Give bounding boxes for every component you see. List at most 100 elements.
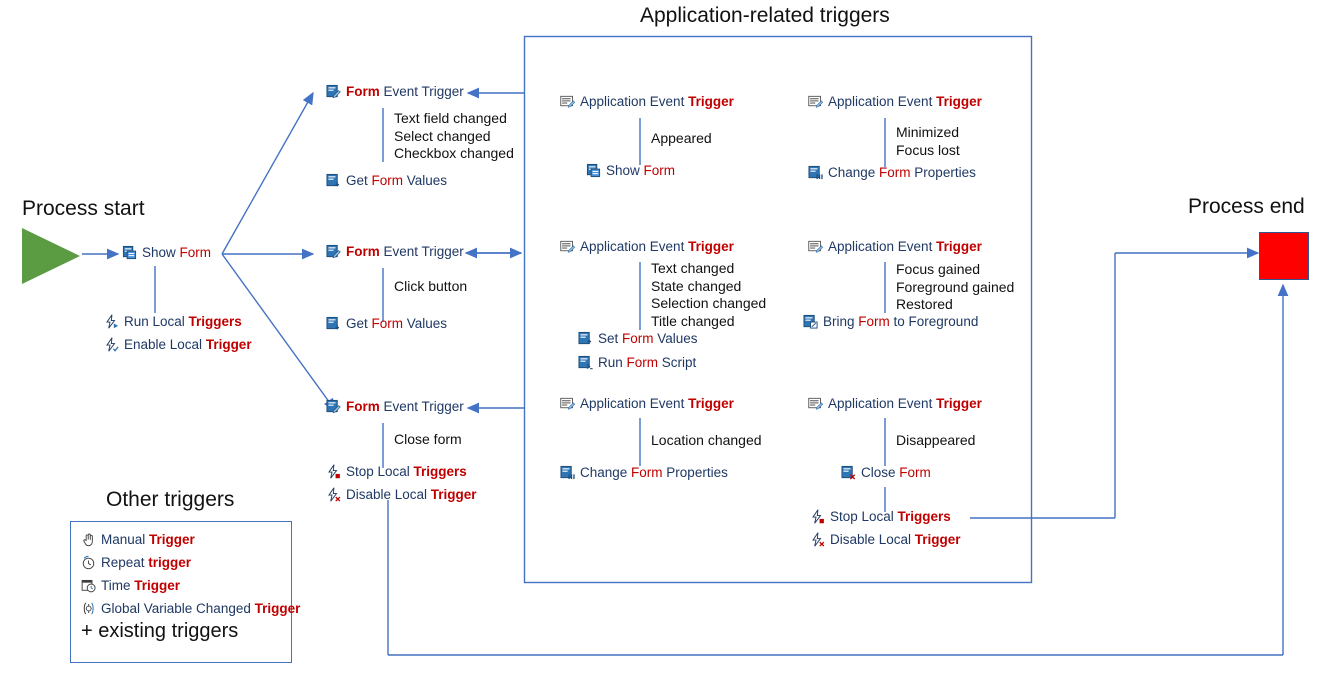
run-local-triggers-text-1: Run Local <box>124 314 189 329</box>
show-form-icon <box>586 163 601 178</box>
action-close-form[interactable]: Close Form <box>841 465 931 480</box>
form-branch-3-events: Close form <box>394 431 462 449</box>
event-label: Title changed <box>651 312 735 329</box>
trigger-application-event-4: Application Event Trigger <box>808 239 982 254</box>
trigger-form-event-3: Form Event Trigger <box>326 399 464 414</box>
set-form-values-icon <box>578 331 593 346</box>
app-group-5-actions: Change Form Properties <box>560 465 728 480</box>
manual-trigger-icon <box>81 532 96 547</box>
enable-local-trigger-text-2: Trigger <box>205 337 252 352</box>
close-form-text-2: Form <box>899 465 931 480</box>
app-group-6-events: Disappeared <box>896 432 975 450</box>
event-label: Foreground gained <box>896 278 1015 295</box>
action-get-form-values[interactable]: Get Form Values <box>326 173 447 188</box>
process-start-label: Process start <box>22 197 145 220</box>
enable-local-trigger-text-1: Enable Local <box>124 337 206 352</box>
time-trigger-text-1: Time <box>101 578 135 593</box>
app-trigger-6-text-1: Application Event <box>828 396 937 411</box>
get-form-values-2-text-1: Get <box>346 316 372 331</box>
run-form-script-text-1: Run <box>598 355 627 370</box>
action-bring-form-to-foreground[interactable]: Bring Form to Foreground <box>803 314 979 329</box>
manual-trigger-text-2: Trigger <box>149 532 195 547</box>
event-label: Focus gained <box>896 261 981 277</box>
action-run-local-triggers[interactable]: Run Local Triggers <box>104 314 252 329</box>
repeat-trigger-text-2: trigger <box>148 555 192 570</box>
global-variable-text-2: Trigger <box>254 601 301 616</box>
application-box-title: Application-related triggers <box>640 4 890 27</box>
application-event-trigger-icon <box>560 239 576 254</box>
app-group-6-trigger[interactable]: Application Event Trigger <box>808 396 982 411</box>
other-triggers-footer: + existing triggers <box>81 620 239 642</box>
event-label: Disappeared <box>896 432 976 448</box>
other-trigger-global-variable[interactable]: Global Variable Changed Trigger <box>81 601 300 616</box>
run-local-triggers-text-2: Triggers <box>188 314 242 329</box>
get-form-values-1-text-2: Form <box>371 173 404 188</box>
action-disable-local-trigger[interactable]: Disable Local Trigger <box>326 487 477 502</box>
app-group-4-events: Focus gained Foreground gained Restored <box>896 261 1014 314</box>
enable-local-trigger-icon <box>104 337 119 352</box>
disable-local-trigger-text-2: Trigger <box>430 487 477 502</box>
change-form-properties-icon <box>808 165 823 180</box>
other-trigger-manual[interactable]: Manual Trigger <box>81 532 291 547</box>
action-run-form-script[interactable]: Run Form Script <box>578 355 698 370</box>
stop-local-triggers-text-2: Triggers <box>413 464 467 479</box>
global-variable-changed-trigger-icon <box>81 601 96 616</box>
run-form-script-text-3: Script <box>658 355 697 370</box>
event-label: Appeared <box>651 130 712 146</box>
app-group-2-events: Minimized Focus lost <box>896 124 960 159</box>
action-stop-local-triggers[interactable]: Stop Local Triggers <box>810 509 961 524</box>
app-trigger-3-text-2: Trigger <box>688 239 734 254</box>
set-form-values-text-2: Form <box>622 331 654 346</box>
start-show-form-node[interactable]: Show Form <box>122 245 211 260</box>
show-form-a1-text-1: Show <box>606 163 644 178</box>
form-branch-2-actions: Get Form Values <box>326 316 447 331</box>
other-triggers-box: Manual Trigger Repeat trigger Time Trigg… <box>70 521 300 663</box>
form-branch-1-trigger[interactable]: Form Event Trigger <box>326 84 464 99</box>
global-variable-text-1: Global Variable Changed <box>101 601 255 616</box>
form-event-trigger-2-text-2: Event Trigger <box>379 244 464 259</box>
change-form-props-5-text-2: Form <box>631 465 663 480</box>
form-branch-3-trigger[interactable]: Form Event Trigger <box>326 399 464 414</box>
app-trigger-1-text-2: Trigger <box>688 94 734 109</box>
event-label: Selection changed <box>651 295 767 311</box>
action-set-form-values[interactable]: Set Form Values <box>578 331 698 346</box>
event-label: Text changed <box>651 260 735 276</box>
process-start-shape <box>22 228 80 284</box>
action-enable-local-trigger[interactable]: Enable Local Trigger <box>104 337 252 352</box>
form-branch-1-events: Text field changed Select changed Checkb… <box>394 110 514 163</box>
change-form-props-2-text-3: Properties <box>910 165 976 180</box>
trigger-application-event-5: Application Event Trigger <box>560 396 734 411</box>
change-form-props-2-text-1: Change <box>828 165 880 180</box>
set-form-values-text-3: Values <box>653 331 698 346</box>
other-trigger-repeat[interactable]: Repeat trigger <box>81 555 291 570</box>
action-change-form-properties[interactable]: Change Form Properties <box>808 165 976 180</box>
repeat-trigger-icon <box>81 555 96 570</box>
get-form-values-icon <box>326 316 341 331</box>
app-group-3-trigger[interactable]: Application Event Trigger <box>560 239 734 254</box>
get-form-values-1-text-1: Get <box>346 173 372 188</box>
app-group-4-trigger[interactable]: Application Event Trigger <box>808 239 982 254</box>
action-disable-local-trigger[interactable]: Disable Local Trigger <box>810 532 961 547</box>
application-event-trigger-icon <box>560 94 576 109</box>
action-change-form-properties[interactable]: Change Form Properties <box>560 465 728 480</box>
action-stop-local-triggers[interactable]: Stop Local Triggers <box>326 464 477 479</box>
bring-form-text-3: to Foreground <box>889 314 979 329</box>
app-group-5-events: Location changed <box>651 432 762 450</box>
other-trigger-time[interactable]: Time Trigger <box>81 578 291 593</box>
form-branch-1-actions: Get Form Values <box>326 173 447 188</box>
app-group-5-trigger[interactable]: Application Event Trigger <box>560 396 734 411</box>
trigger-application-event-2: Application Event Trigger <box>808 94 982 109</box>
action-show-form[interactable]: Show Form <box>586 163 675 178</box>
run-form-script-icon <box>578 355 593 370</box>
app-group-2-trigger[interactable]: Application Event Trigger <box>808 94 982 109</box>
action-get-form-values[interactable]: Get Form Values <box>326 316 447 331</box>
app-group-1-actions: Show Form <box>586 163 675 178</box>
app-trigger-4-text-1: Application Event <box>828 239 937 254</box>
event-label: Minimized <box>896 124 960 140</box>
app-group-1-trigger[interactable]: Application Event Trigger <box>560 94 734 109</box>
show-form-text-2: Form <box>179 245 212 260</box>
stop-local-triggers-icon <box>326 464 341 479</box>
get-form-values-2-text-3: Values <box>403 316 448 331</box>
disable-local-trigger-text-1: Disable Local <box>346 487 431 502</box>
form-branch-2-trigger[interactable]: Form Event Trigger <box>326 244 464 259</box>
